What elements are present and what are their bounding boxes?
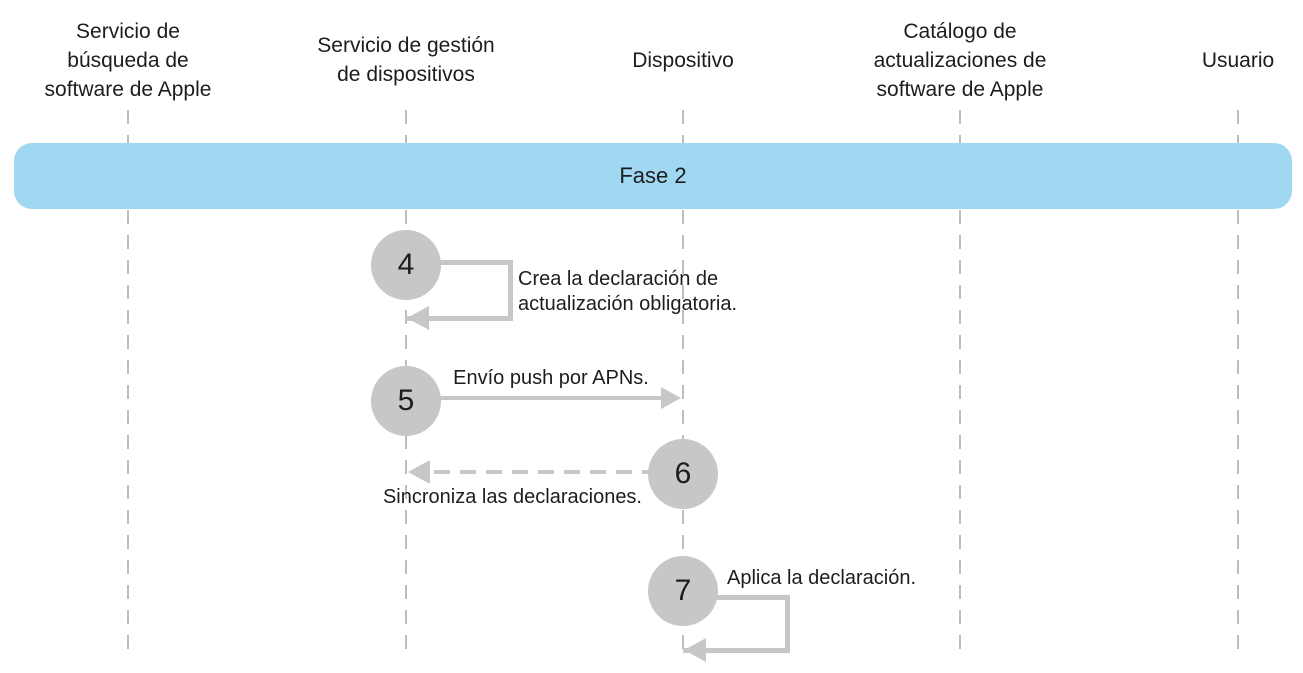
- lifeline-usuario: [1237, 110, 1239, 653]
- step-6-number: 6: [674, 457, 692, 490]
- step-5-circle: 5: [371, 366, 441, 436]
- actor-label-servicio-busqueda-software-apple: Servicio de búsqueda de software de Appl…: [44, 19, 212, 101]
- step-4-self-arrow: [406, 260, 513, 321]
- phase-band: Fase 2: [14, 143, 1292, 209]
- lifeline-servicio-busqueda-software-apple: [127, 110, 129, 653]
- step-6-label: Sincroniza las declaraciones.: [382, 486, 642, 508]
- step-5-arrowhead-right-icon: [661, 387, 681, 409]
- step-4-arrowhead-left-icon: [407, 306, 429, 330]
- step-6-arrowhead-left-icon: [408, 460, 430, 484]
- actor-label-dispositivo: Dispositivo: [632, 48, 734, 72]
- step-7-arrowhead-left-icon: [684, 638, 706, 662]
- actor-label-catalogo-actualizaciones-software-apple: Catálogo de actualizaciones de software …: [873, 19, 1047, 101]
- step-7-number: 7: [674, 574, 692, 607]
- lifeline-dispositivo: [682, 110, 684, 653]
- step-4-number: 4: [397, 248, 415, 281]
- step-7-label: Aplica la declaración.: [727, 567, 916, 589]
- actor-label-servicio-gestion-dispositivos: Servicio de gestión de dispositivos: [317, 34, 495, 86]
- step-4-circle: 4: [371, 230, 441, 300]
- step-7-self-arrow: [683, 595, 790, 653]
- step-6-dashed-line: [434, 470, 650, 474]
- step-5-number: 5: [397, 384, 415, 417]
- lifeline-catalogo-actualizaciones-software-apple: [959, 110, 961, 653]
- step-5-arrow-line: [439, 396, 663, 400]
- phase-label: Fase 2: [619, 163, 687, 188]
- step-4-label: Crea la declaración de actualización obl…: [518, 268, 738, 315]
- step-5-label: Envío push por APNs.: [453, 367, 649, 389]
- step-6-circle: 6: [648, 439, 718, 509]
- step-7-circle: 7: [648, 556, 718, 626]
- actor-label-usuario: Usuario: [1201, 48, 1275, 72]
